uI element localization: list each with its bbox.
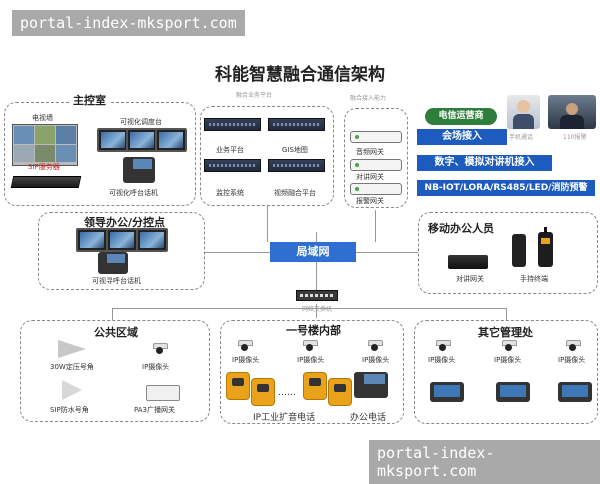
building1-camera-icon-2 xyxy=(303,340,318,351)
alarm-gateway-label: 报警网关 xyxy=(356,197,384,205)
carrier-banner: 电信运营商 xyxy=(425,108,497,125)
watermark-top: portal-index-mksport.com xyxy=(12,10,245,36)
mobile-office-label: 移动办公人员 xyxy=(428,222,494,235)
leadership-label: 领导办公/分控点 xyxy=(84,216,166,229)
other-podium-3 xyxy=(558,382,592,402)
access-label: 融合接入能力 xyxy=(350,95,387,102)
access-to-lan-line xyxy=(375,210,376,242)
switch-bus-line xyxy=(112,308,507,309)
other-office-label: 其它管理处 xyxy=(478,326,533,339)
pa3-gateway-device xyxy=(146,385,180,401)
leadership-videophone-label: 可视寻呼台话机 xyxy=(92,277,141,285)
server-gis xyxy=(268,118,325,131)
leadership-monitor-2 xyxy=(106,228,138,252)
other-podium-1 xyxy=(430,382,464,402)
watermark-bottom: portal-index-mksport.com xyxy=(369,440,600,484)
smartphone-device xyxy=(512,234,526,267)
sip-horn-label: SIP防水号角 xyxy=(50,406,89,414)
server-monitoring xyxy=(204,159,261,172)
building1-camera-label-2: IP摄像头 xyxy=(297,356,325,364)
bus-right-drop xyxy=(506,308,507,320)
dispatch-console-label: 可视化调度台 xyxy=(120,118,162,126)
leadership-videophone xyxy=(98,252,128,274)
main-videophone xyxy=(123,157,155,183)
office-phone-device xyxy=(354,372,388,398)
other-camera-label-2: IP摄像头 xyxy=(494,356,522,364)
access-banner-intercom: 数字、模拟对讲机接入 xyxy=(417,155,552,171)
lan-banner: 局域网 xyxy=(270,242,356,262)
other-podium-2 xyxy=(496,382,530,402)
walkie-talkie-device xyxy=(538,227,553,267)
other-camera-label-3: IP摄像头 xyxy=(558,356,586,364)
office-phone-label: 办公电话 xyxy=(350,413,387,423)
public-ip-camera-label: IP摄像头 xyxy=(142,363,170,371)
pa3-gateway-label: PA3广播网关 xyxy=(134,406,176,414)
network-switch-label: 网络交换机 xyxy=(302,306,333,313)
server-video-fusion xyxy=(268,159,325,172)
mobile-caller-label: 手机通话 xyxy=(509,134,534,141)
audio-gateway-device xyxy=(350,131,402,143)
industrial-phone-3 xyxy=(303,372,327,400)
horn-30w-device xyxy=(58,340,86,358)
intercom-gateway-box-device xyxy=(448,255,488,269)
sip-horn-device xyxy=(62,380,82,400)
mobile-caller-photo xyxy=(507,95,540,129)
audio-gateway-label: 音频网关 xyxy=(356,148,384,156)
leadership-monitor-1 xyxy=(76,228,108,252)
leadership-monitor-3 xyxy=(136,228,168,252)
other-office-box xyxy=(414,320,598,424)
call-110-label: 110报警 xyxy=(563,134,587,141)
bus-left-drop xyxy=(112,308,113,320)
building1-camera-icon-3 xyxy=(368,340,383,351)
building1-camera-label-1: IP摄像头 xyxy=(232,356,260,364)
dispatch-console-monitor-2 xyxy=(126,128,158,152)
alarm-gateway-device xyxy=(350,183,402,195)
gis-map-label: GIS地图 xyxy=(282,146,308,154)
building1-ellipsis: …… xyxy=(278,388,296,398)
sip-server-device xyxy=(10,176,82,188)
building1-camera-label-3: IP摄像头 xyxy=(362,356,390,364)
video-wall xyxy=(12,124,78,166)
industrial-phone-2 xyxy=(251,378,275,406)
horn-30w-label: 30W定压号角 xyxy=(50,363,94,371)
main-control-room-label: 主控室 xyxy=(70,92,109,108)
monitoring-system-label: 监控系统 xyxy=(216,189,244,197)
network-switch xyxy=(296,290,338,301)
building1-camera-icon-1 xyxy=(238,340,253,351)
industrial-phone-1 xyxy=(226,372,250,400)
mobile-office-box xyxy=(418,212,598,294)
main-to-lan-line xyxy=(200,252,270,253)
handheld-label: 手持终端 xyxy=(520,275,548,283)
mobile-intercom-gateway-label: 对讲网关 xyxy=(456,275,484,283)
public-area-box xyxy=(20,320,210,422)
public-area-label: 公共区域 xyxy=(94,326,138,339)
building1-label: 一号楼内部 xyxy=(286,324,341,337)
diagram-title: 科能智慧融合通信架构 xyxy=(215,65,385,85)
server-business xyxy=(204,118,261,131)
bus-center-drop xyxy=(316,304,317,318)
access-banner-conference: 会场接入 xyxy=(417,129,507,145)
main-videophone-label: 可视化呼台话机 xyxy=(109,189,158,197)
other-camera-icon-1 xyxy=(436,340,451,351)
sip-server-label: SIP服务器 xyxy=(28,163,60,171)
business-platform-label: 业务平台 xyxy=(216,146,244,154)
industrial-phone-4 xyxy=(328,378,352,406)
platform-to-lan-line xyxy=(267,205,268,242)
other-camera-label-1: IP摄像头 xyxy=(428,356,456,364)
dispatch-console-monitor-3 xyxy=(155,128,187,152)
fusion-platform-label: 融合业务平台 xyxy=(236,92,273,99)
industrial-phone-label: IP工业扩音电话 xyxy=(253,413,316,423)
dispatch-console-monitor-1 xyxy=(97,128,129,152)
public-ip-camera-icon xyxy=(153,343,168,354)
video-wall-label: 电视墙 xyxy=(32,114,53,122)
other-camera-icon-3 xyxy=(566,340,581,351)
lan-to-mobile-line xyxy=(356,252,418,253)
access-banner-iot: NB-IOT/LORA/RS485/LED/消防预警 xyxy=(417,180,595,196)
intercom-gateway-device xyxy=(350,159,402,171)
call-110-photo xyxy=(548,95,596,129)
video-fusion-platform-label: 视频融合平台 xyxy=(274,189,316,197)
other-camera-icon-2 xyxy=(502,340,517,351)
intercom-gateway-label: 对讲网关 xyxy=(356,173,384,181)
